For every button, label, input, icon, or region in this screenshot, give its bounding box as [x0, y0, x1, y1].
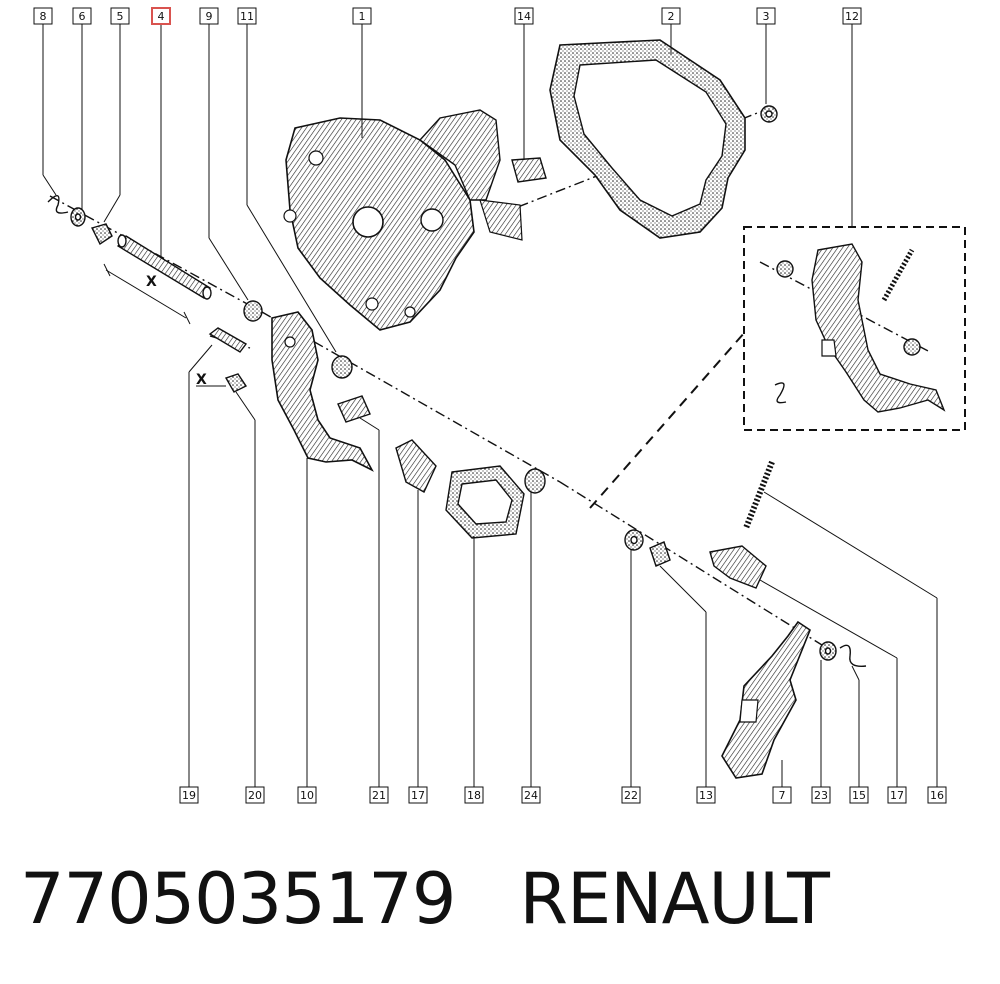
- callout-box-top-3: [151, 7, 171, 25]
- dimension-x-label-top: X: [146, 274, 157, 290]
- callout-box-bottom-13: [927, 786, 947, 804]
- callout-label-bottom-7: 22: [624, 789, 638, 802]
- dimension-x-top: [103, 263, 191, 325]
- callout-label-bottom-4: 17: [411, 789, 425, 802]
- callout-box-top-10: [842, 7, 862, 25]
- callout-box-top-5: [237, 7, 257, 25]
- callout-label-bottom-8: 13: [699, 789, 713, 802]
- callout-label-top-1: 6: [79, 10, 86, 23]
- callout-label-bottom-2: 10: [300, 789, 314, 802]
- exploded-parts-diagram: X X 865491111423121920102117182422137231…: [33, 7, 966, 804]
- callout-label-bottom-3: 21: [372, 789, 386, 802]
- part-4-shaft: [116, 234, 212, 300]
- part-24-bushing: [524, 468, 546, 494]
- callout-label-bottom-9: 7: [779, 789, 786, 802]
- callout-box-top-9: [756, 7, 776, 25]
- callout-box-bottom-5: [464, 786, 484, 804]
- callout-box-bottom-4: [408, 786, 428, 804]
- dimension-x-label-bottom: X: [196, 372, 207, 388]
- caption: 7705035179 RENAULT: [20, 858, 830, 940]
- part-9-bushing: [243, 300, 263, 322]
- part-15-clip: [839, 644, 867, 667]
- callout-label-top-0: 8: [40, 10, 47, 23]
- callout-label-bottom-10: 23: [814, 789, 828, 802]
- callout-label-top-9: 3: [763, 10, 770, 23]
- part-14-clip: [511, 157, 547, 183]
- detail-link-line: [589, 331, 746, 509]
- callout-label-bottom-13: 16: [930, 789, 944, 802]
- callout-label-bottom-6: 24: [524, 789, 538, 802]
- part-11-bushing: [331, 355, 353, 379]
- callout-label-top-10: 12: [845, 10, 859, 23]
- part-1-pedal-bracket: [283, 109, 523, 331]
- part-13-bushing: [649, 541, 671, 567]
- callout-box-top-2: [110, 7, 130, 25]
- part-7-pedal: [721, 620, 811, 779]
- part-19-bolt: [208, 327, 248, 353]
- callout-label-top-6: 1: [359, 10, 366, 23]
- callout-box-bottom-11: [849, 786, 869, 804]
- callout-box-bottom-9: [772, 786, 792, 804]
- callout-box-top-1: [72, 7, 92, 25]
- callout-label-top-2: 5: [117, 10, 124, 23]
- callout-box-bottom-0: [179, 786, 199, 804]
- leader-lines: [42, 23, 938, 788]
- callout-label-bottom-12: 17: [890, 789, 904, 802]
- callout-box-top-6: [352, 7, 372, 25]
- detail-pedal: [774, 243, 946, 413]
- callout-box-bottom-3: [369, 786, 389, 804]
- callout-label-top-4: 9: [206, 10, 213, 23]
- brand-name: RENAULT: [519, 858, 829, 940]
- callout-label-bottom-1: 20: [248, 789, 262, 802]
- callout-label-bottom-11: 15: [852, 789, 866, 802]
- part-18-pad: [445, 465, 525, 539]
- callout-box-bottom-6: [521, 786, 541, 804]
- callout-label-top-7: 14: [517, 10, 531, 23]
- callout-label-top-5: 11: [240, 10, 254, 23]
- part-20-nut: [224, 373, 248, 393]
- callout-box-bottom-7: [621, 786, 641, 804]
- part-17-stop: [395, 439, 437, 493]
- part-21-switch: [337, 395, 371, 423]
- callout-box-top-8: [661, 7, 681, 25]
- callout-label-top-8: 2: [668, 10, 675, 23]
- part-17-stop-right: [709, 545, 767, 589]
- part-number: 7705035179: [20, 858, 456, 940]
- callout-label-bottom-5: 18: [467, 789, 481, 802]
- callout-box-top-4: [199, 7, 219, 25]
- callout-box-bottom-2: [297, 786, 317, 804]
- callout-box-bottom-10: [811, 786, 831, 804]
- part-8-clip: [47, 195, 69, 214]
- detail-box-12: [743, 226, 966, 431]
- part-10-pedal: [271, 311, 374, 472]
- callout-box-bottom-1: [245, 786, 265, 804]
- part-5-bushing: [90, 223, 113, 246]
- part-2-gasket: [549, 39, 746, 239]
- callout-label-bottom-0: 19: [182, 789, 196, 802]
- callout-label-top-3: 4: [158, 10, 165, 23]
- callout-box-bottom-12: [887, 786, 907, 804]
- callout-box-bottom-8: [696, 786, 716, 804]
- callout-box-top-7: [514, 7, 534, 25]
- callout-box-top-0: [33, 7, 53, 25]
- small-parts: [47, 105, 867, 667]
